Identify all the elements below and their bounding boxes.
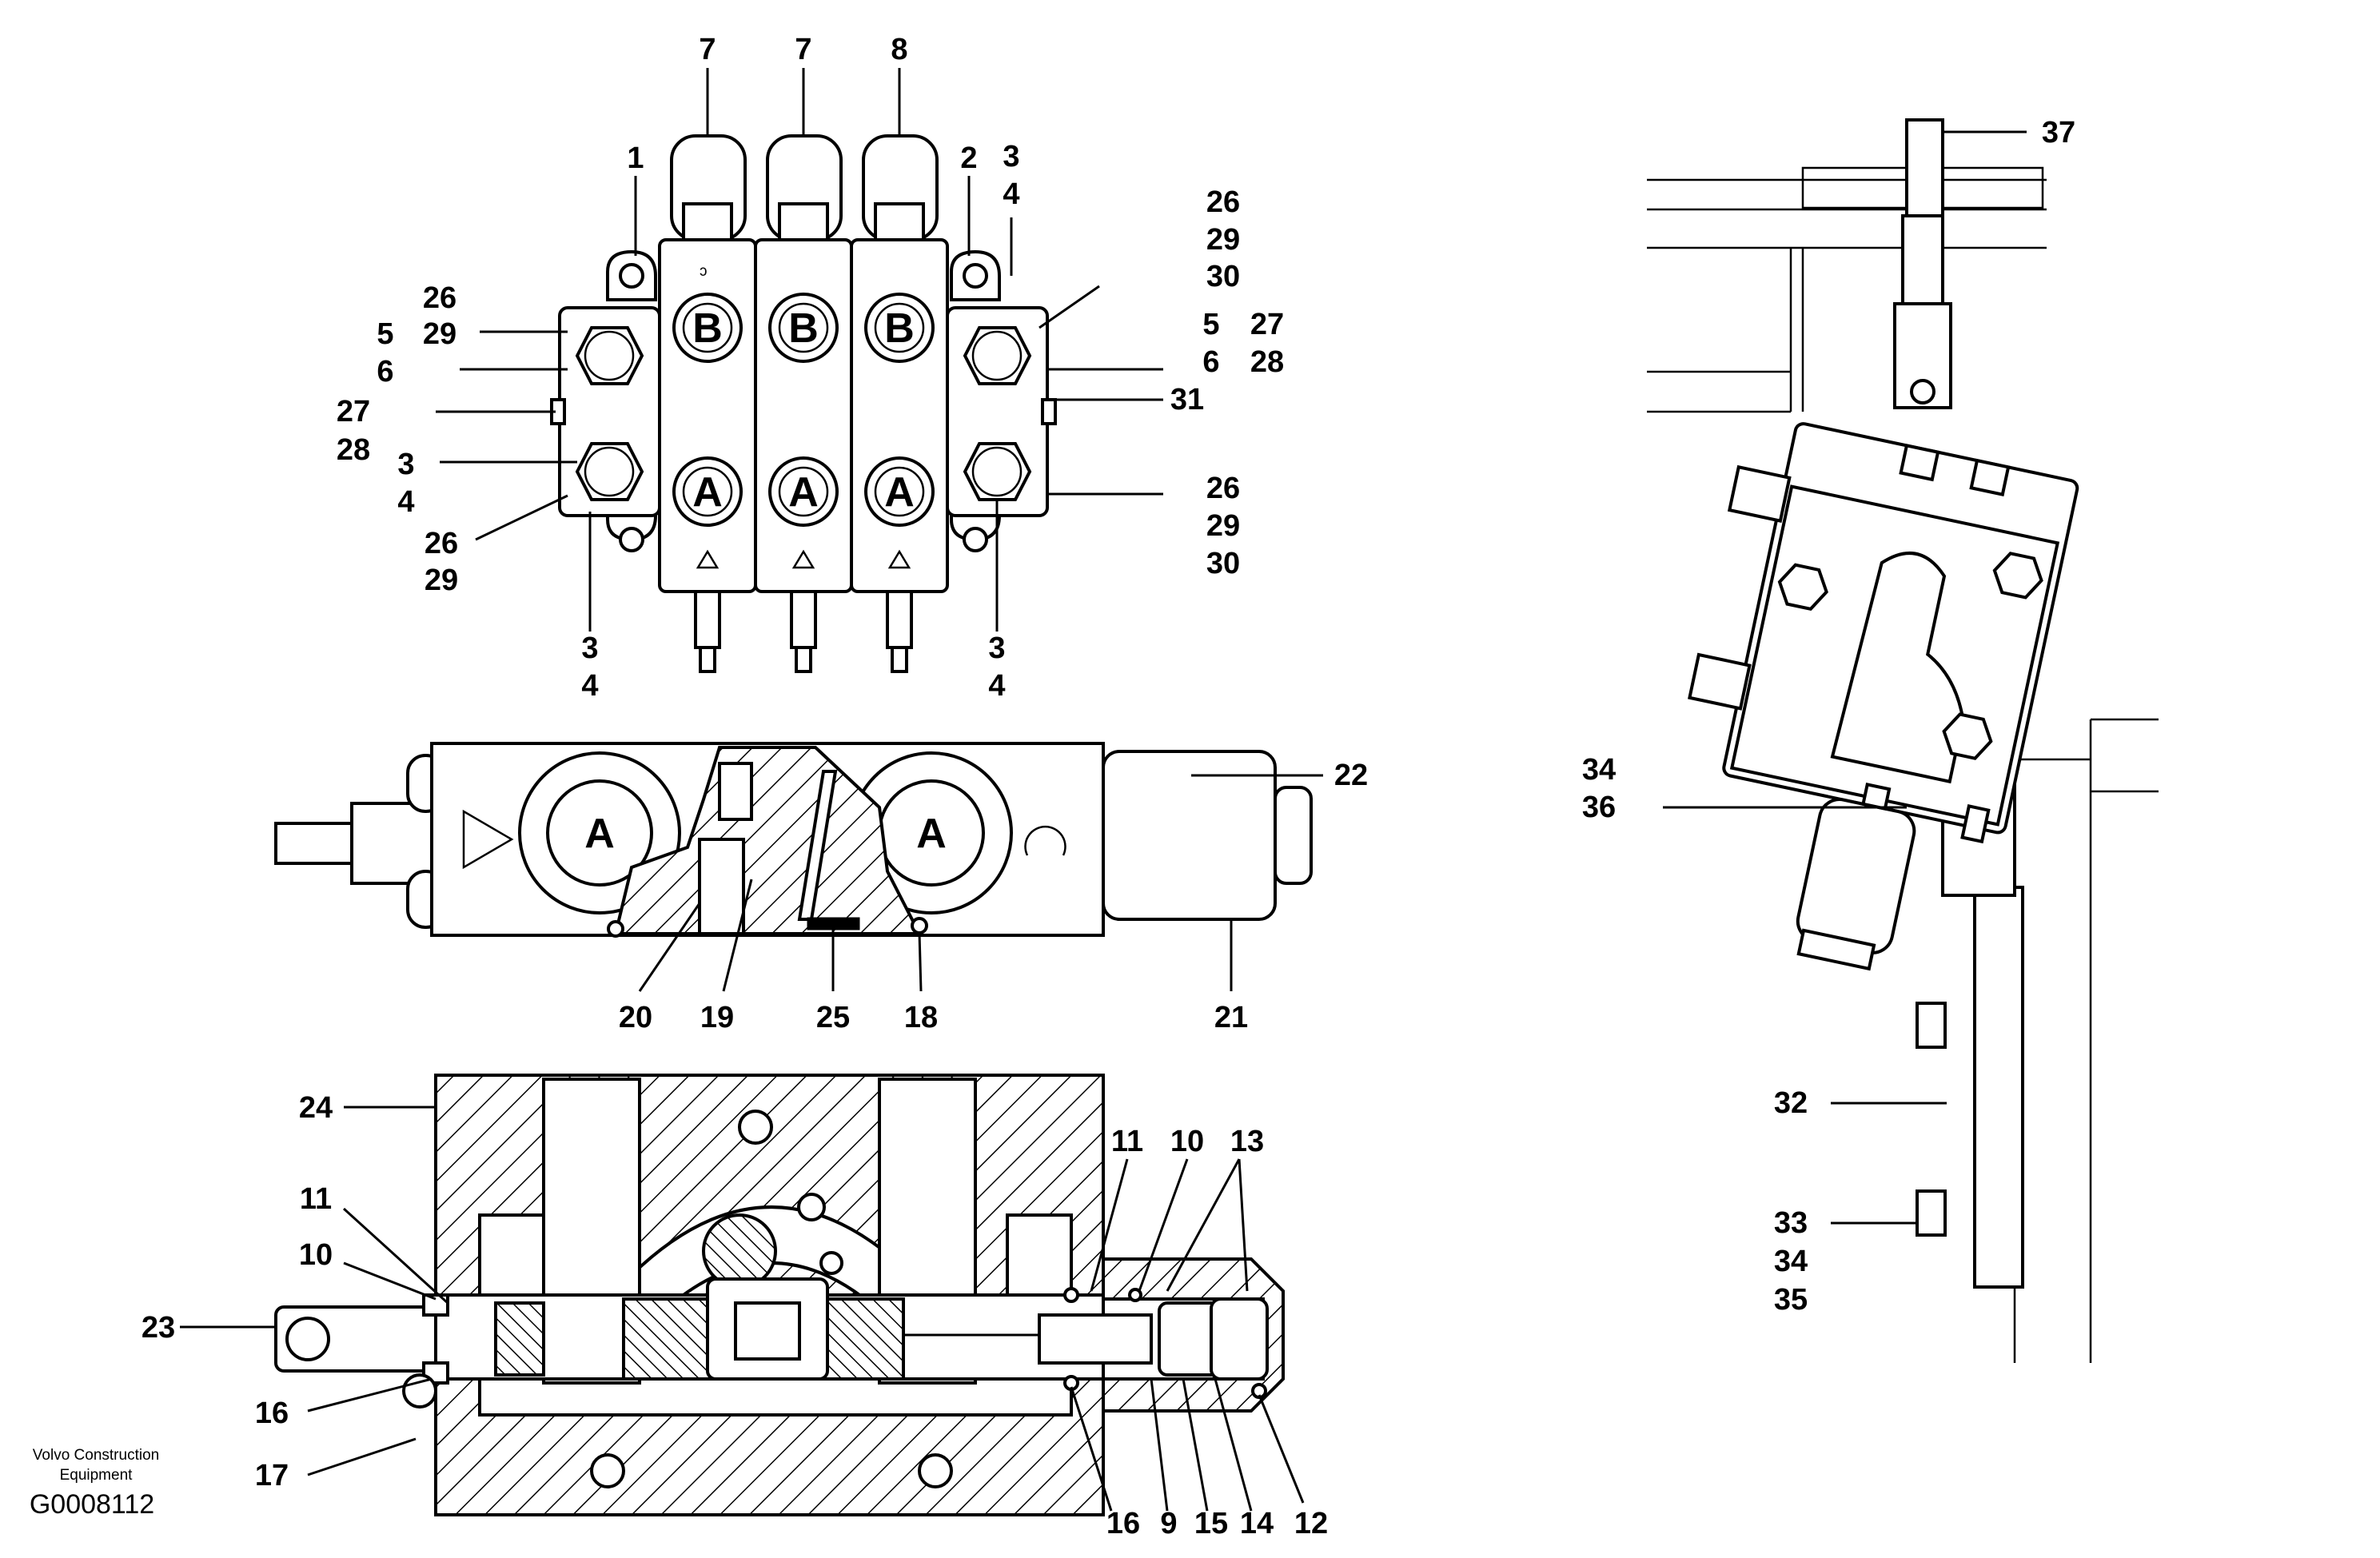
callout: 26 [1206, 472, 1240, 505]
callout: 11 [1111, 1125, 1143, 1158]
port-a-letter: A [916, 811, 947, 857]
callout: 25 [816, 1001, 850, 1034]
callout: 12 [1294, 1507, 1328, 1540]
callout: 18 [904, 1001, 938, 1034]
leader-lines-section [180, 1106, 1305, 1512]
valve-section-1: ↄ [658, 134, 757, 673]
port-a-letter: A [584, 811, 615, 857]
callout: 29 [1206, 509, 1240, 543]
port-b-letter: B [692, 305, 723, 352]
callout: 26 [425, 527, 458, 560]
callout: 13 [1230, 1125, 1264, 1158]
port-b-letter: B [788, 305, 819, 352]
callout: 8 [891, 33, 907, 66]
callout: 10 [299, 1238, 333, 1272]
callout: 34 [1774, 1245, 1808, 1278]
valve-section-view: 24 11 10 23 16 17 11 10 13 16 9 15 14 12 [142, 1074, 1328, 1540]
callout: 37 [2042, 116, 2075, 149]
callout: 36 [1582, 791, 1616, 824]
callout: 27 [337, 395, 370, 428]
callout: 22 [1334, 759, 1368, 792]
callout: 17 [255, 1459, 289, 1492]
callout: 28 [337, 433, 370, 467]
callout: 3 [397, 448, 414, 481]
callout: 4 [397, 485, 414, 519]
callout: 2 [960, 141, 977, 175]
port-b-letter: B [884, 305, 915, 352]
callout: 15 [1194, 1507, 1228, 1540]
callout: 16 [255, 1397, 289, 1430]
callout: 29 [425, 564, 458, 597]
callout: 9 [1160, 1507, 1177, 1540]
callout: 20 [619, 1001, 652, 1034]
callout: 33 [1774, 1206, 1808, 1240]
callout: 19 [700, 1001, 734, 1034]
port-a-letter: A [788, 469, 819, 516]
footer: Volvo Construction Equipment G0008112 [30, 1447, 160, 1520]
callout: 26 [1206, 185, 1240, 219]
mount-view: 37 34 36 32 33 34 35 [1582, 116, 2159, 1363]
callout: 7 [699, 33, 716, 66]
drawing-code: G0008112 [30, 1489, 154, 1520]
callout: 6 [1202, 345, 1219, 379]
callout: 26 [423, 281, 456, 315]
callout: 21 [1214, 1001, 1248, 1034]
callout: 35 [1774, 1283, 1808, 1317]
callout: 5 [1202, 308, 1219, 341]
valve-bank-top-view: ↄ B B B A A [337, 33, 1284, 703]
callout: 4 [1003, 177, 1019, 211]
callout: 29 [423, 317, 456, 351]
callout: 6 [377, 355, 393, 389]
callout: 11 [300, 1182, 332, 1216]
callout: 27 [1250, 308, 1284, 341]
callouts-section-view: 24 11 10 23 16 17 11 10 13 16 9 15 14 12 [142, 1091, 1328, 1540]
leader-lines-mount [1663, 130, 2027, 1225]
callouts-mount-view: 37 34 36 32 33 34 35 [1582, 116, 2075, 1317]
callout: 4 [988, 669, 1005, 703]
callout: 30 [1206, 260, 1240, 293]
callouts-top-view: 7 7 8 1 2 3 4 26 29 30 26 29 5 6 27 28 3… [337, 33, 1284, 703]
port-a-letter: A [884, 469, 915, 516]
callout: 16 [1106, 1507, 1140, 1540]
leader-lines-top [436, 68, 1163, 632]
valve-side-view: A A 22 20 19 25 18 21 [274, 742, 1368, 1034]
valve-section-3 [850, 134, 949, 673]
callout: 34 [1582, 753, 1616, 787]
callout: 3 [581, 632, 598, 665]
callout: 3 [1003, 140, 1019, 173]
callout: 1 [627, 141, 644, 175]
callout: 10 [1170, 1125, 1204, 1158]
company-name: Volvo Construction Equipment [32, 1447, 160, 1484]
callout: 31 [1170, 383, 1204, 416]
callout: 5 [377, 317, 393, 351]
svg-text:ↄ: ↄ [700, 263, 708, 280]
callout: 32 [1774, 1086, 1808, 1120]
callout: 14 [1240, 1507, 1274, 1540]
callout: 23 [142, 1311, 175, 1345]
leader-lines-side [638, 774, 1323, 992]
callout: 29 [1206, 223, 1240, 257]
valve-section-2 [754, 134, 853, 673]
callout: 28 [1250, 345, 1284, 379]
callouts-side-view: 22 20 19 25 18 21 [619, 759, 1368, 1034]
callout: 24 [299, 1091, 333, 1125]
callout: 3 [988, 632, 1005, 665]
callout: 7 [795, 33, 811, 66]
callout: 4 [581, 669, 598, 703]
port-a-letter: A [692, 469, 723, 516]
callout: 30 [1206, 547, 1240, 580]
